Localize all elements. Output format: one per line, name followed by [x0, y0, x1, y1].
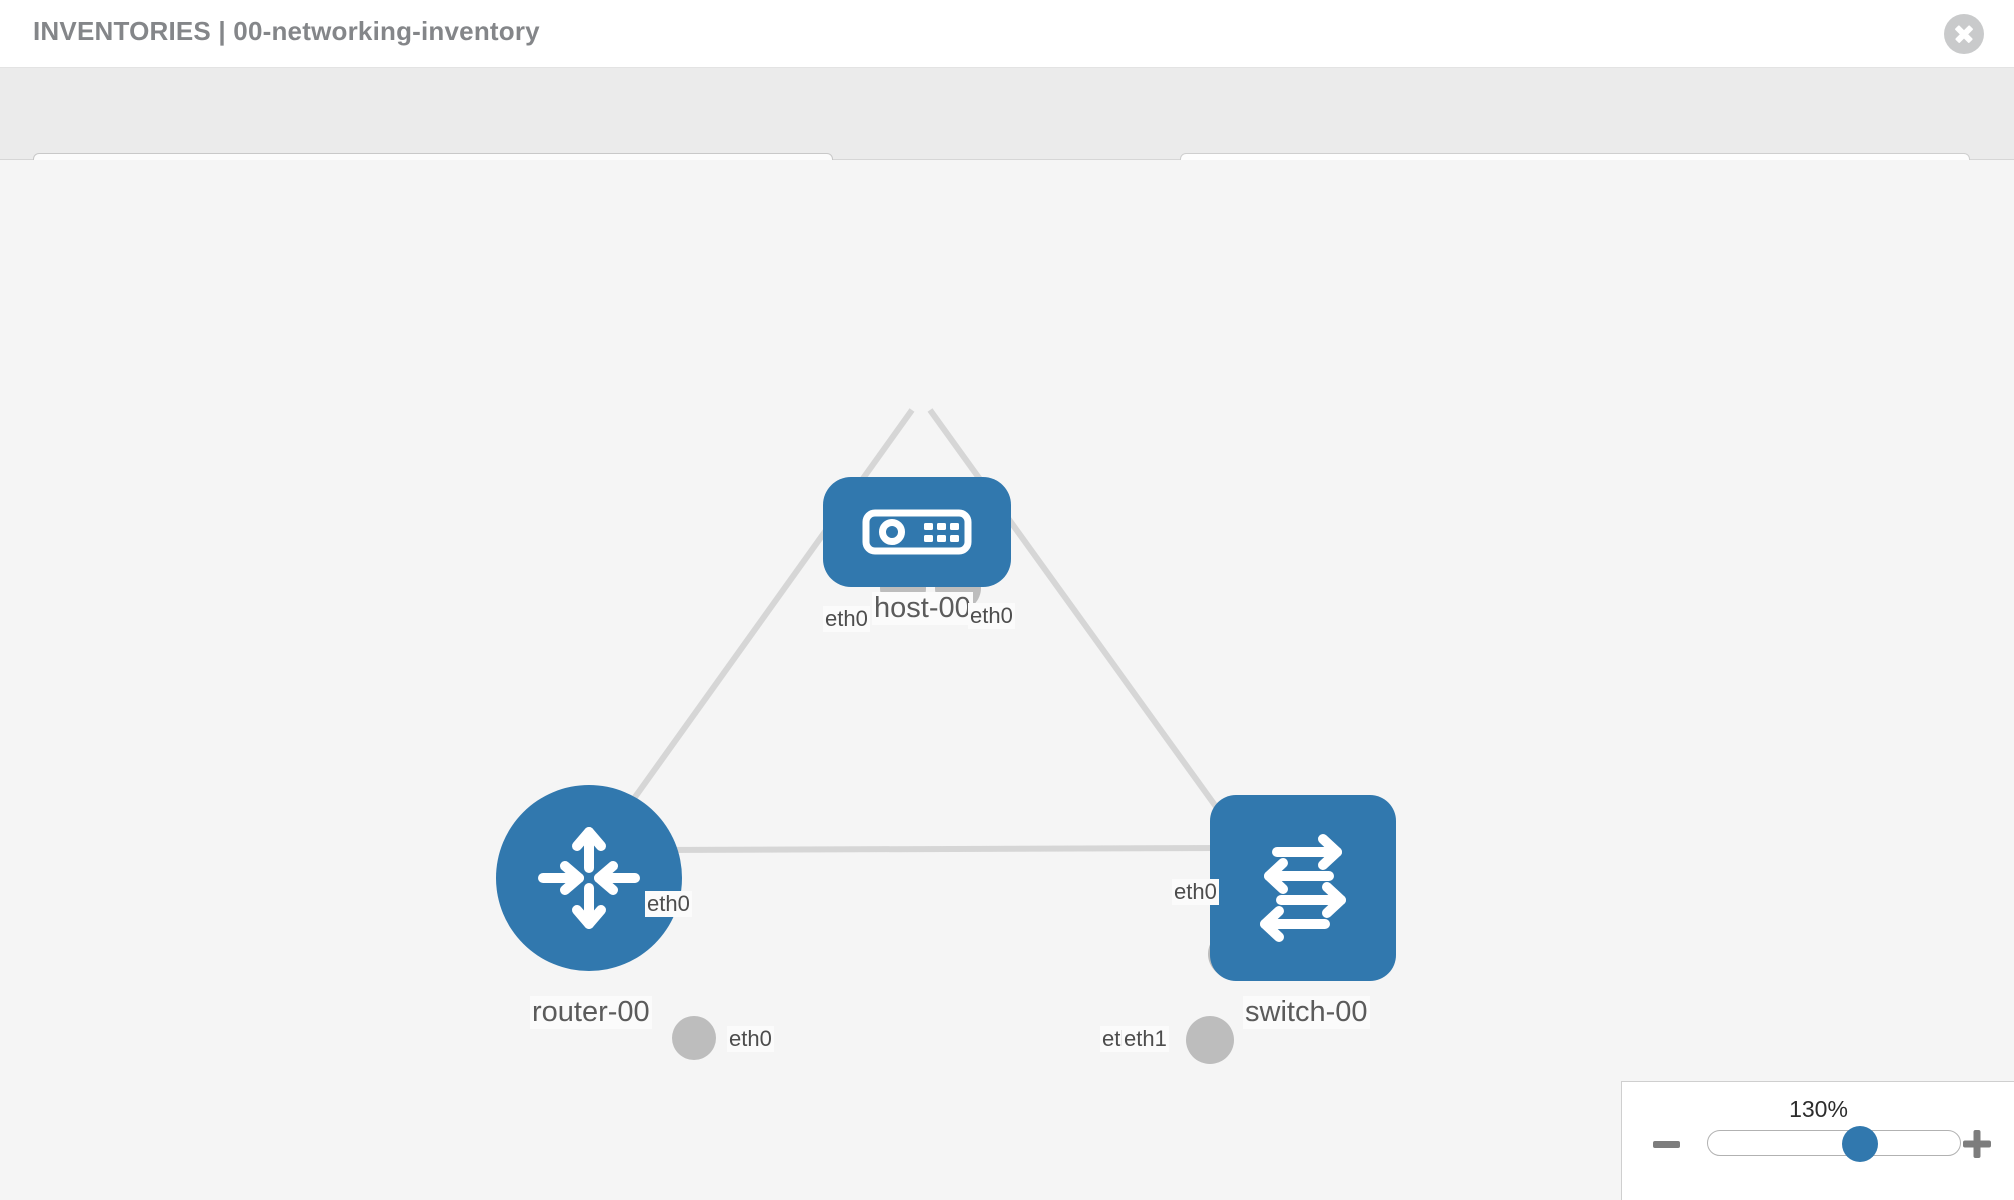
topology-links — [587, 408, 1243, 862]
switch-node-shape[interactable] — [1210, 795, 1396, 981]
zoom-slider[interactable] — [1707, 1126, 1961, 1162]
zoom-slider-thumb[interactable] — [1842, 1126, 1878, 1162]
router-node-shape[interactable] — [496, 785, 682, 971]
page-title: INVENTORIES | 00-networking-inventory — [33, 16, 540, 46]
interface-nub[interactable] — [1186, 1016, 1234, 1064]
interface-nub[interactable] — [672, 1016, 716, 1060]
title-bar: INVENTORIES | 00-networking-inventory — [0, 0, 2014, 68]
link-host-switch — [927, 408, 1243, 842]
router-icon — [538, 827, 640, 929]
minus-icon[interactable] — [1653, 1141, 1680, 1148]
plus-icon[interactable] — [1962, 1129, 1992, 1159]
close-icon[interactable] — [1944, 14, 1984, 54]
topology-canvas[interactable]: host-00 — [0, 160, 2014, 1200]
server-icon — [862, 509, 972, 555]
zoom-control-panel: 130% — [1621, 1081, 2014, 1200]
switch-icon — [1260, 834, 1346, 942]
zoom-level-label: 130% — [1789, 1096, 1848, 1122]
link-router-switch — [659, 845, 1226, 853]
toolbar: ACTIONS SEARCH — [0, 68, 2014, 207]
host-node-shape[interactable] — [823, 477, 1011, 587]
